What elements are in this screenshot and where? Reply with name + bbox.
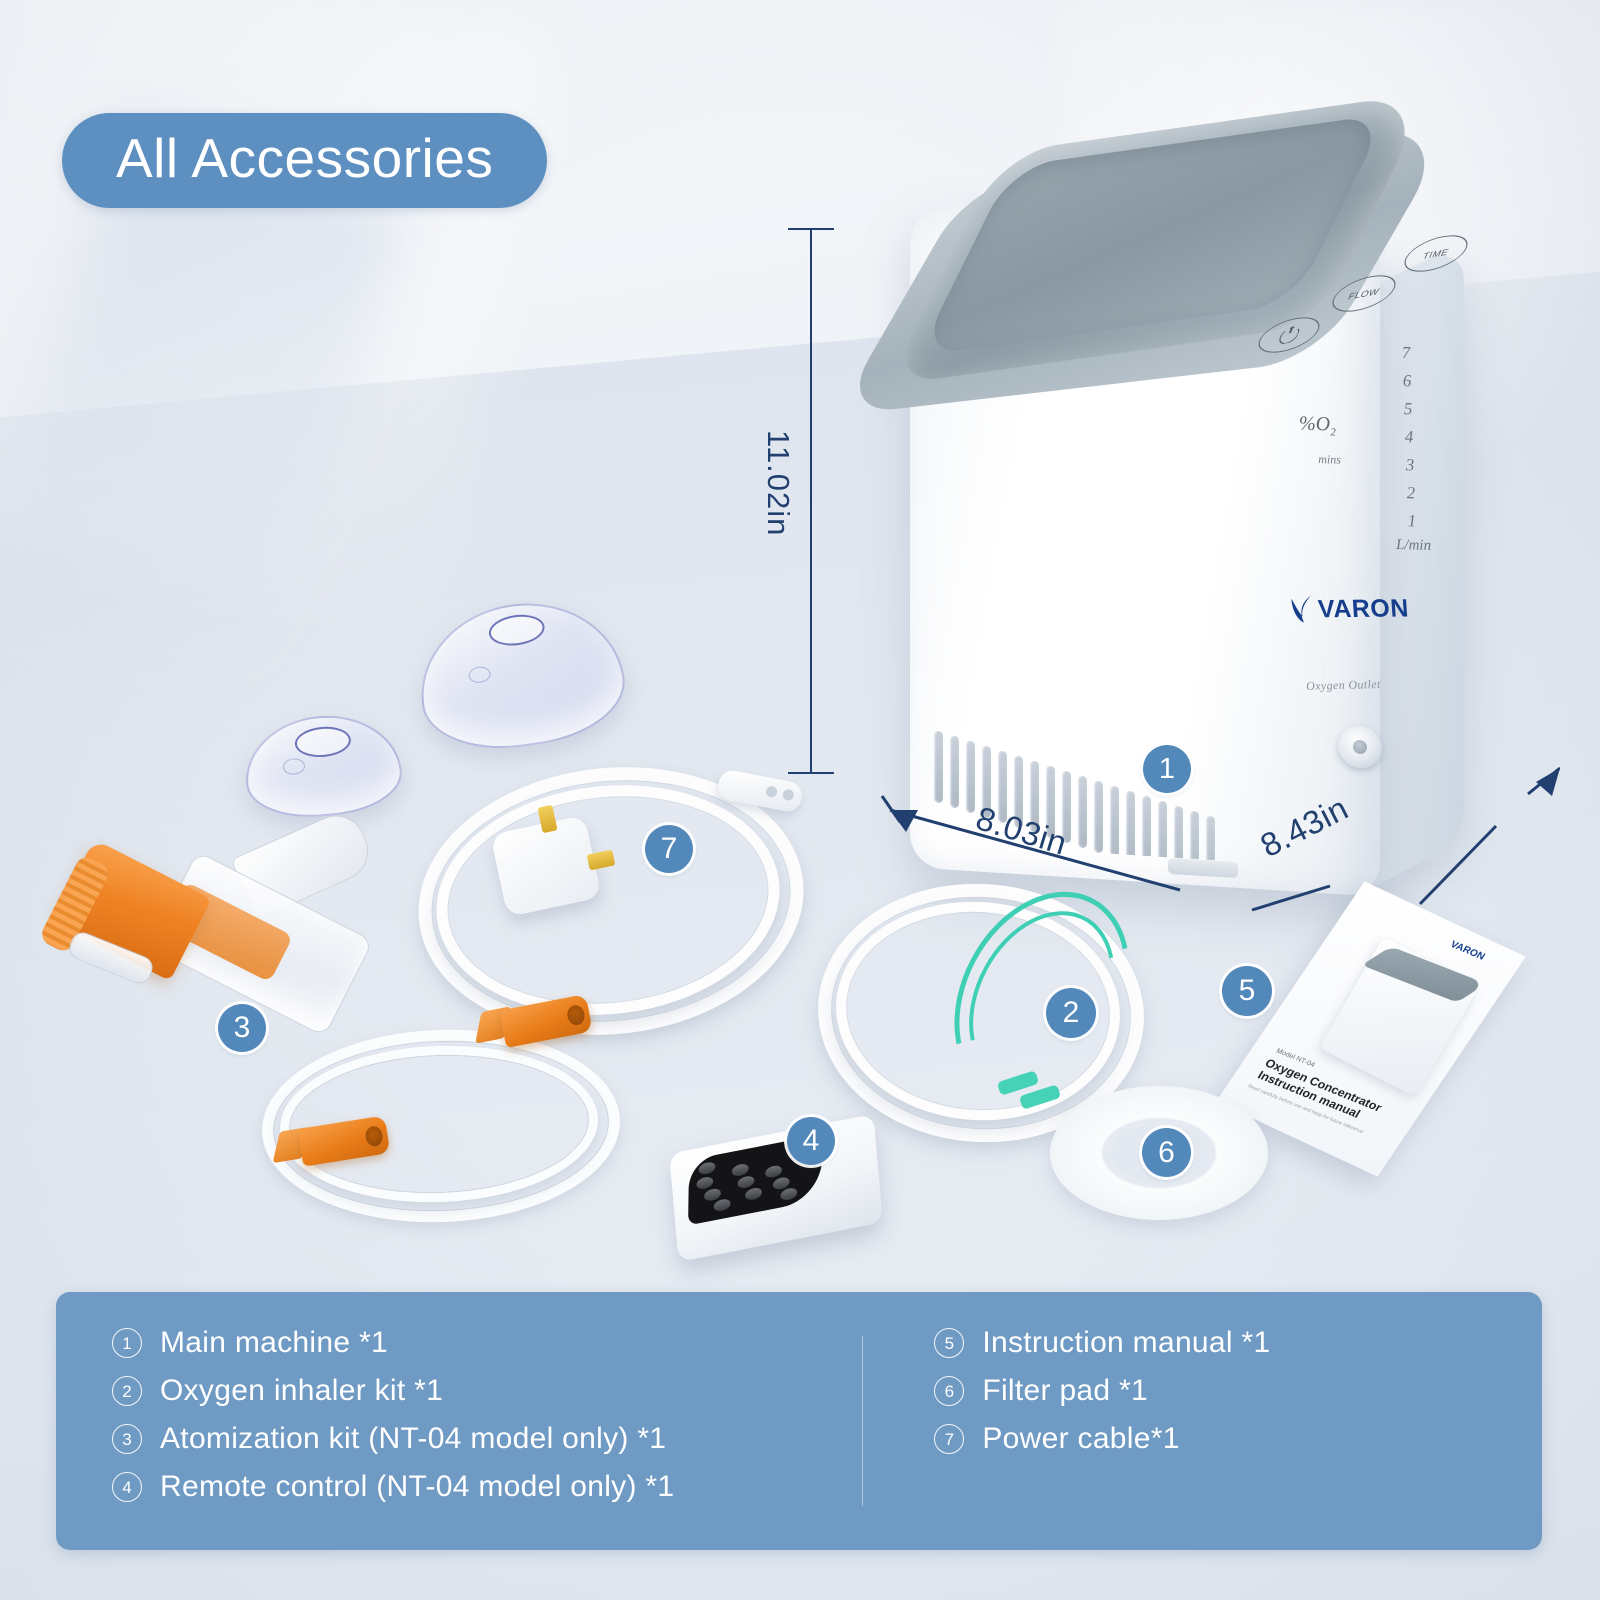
legend-column-right: 5 Instruction manual *1 6 Filter pad *1 … [674, 1326, 1270, 1550]
device-control-buttons: FLOW TIME [1252, 230, 1475, 358]
callout-badge-7: 7 [645, 825, 693, 873]
varon-swoosh-icon [1291, 595, 1312, 623]
legend-item: 7 Power cable*1 [934, 1422, 1270, 1456]
accessories-legend: 1 Main machine *1 2 Oxygen inhaler kit *… [56, 1292, 1542, 1550]
oxygen-concentrator: FLOW TIME %O2 mins 7 6 5 4 3 2 1 L/min V… [835, 92, 1486, 908]
mask-rim [293, 724, 353, 760]
callout-badge-4: 4 [787, 1117, 835, 1165]
legend-item: 6 Filter pad *1 [934, 1374, 1270, 1408]
legend-num-2: 2 [112, 1376, 142, 1406]
flow-unit-label: L/min [1395, 536, 1432, 554]
scale-value-5: 5 [1403, 399, 1413, 419]
scale-value-4: 4 [1404, 427, 1414, 447]
page-title: All Accessories [116, 127, 494, 189]
legend-num-7: 7 [934, 1424, 965, 1454]
legend-label-7: Power cable*1 [982, 1422, 1180, 1455]
time-button[interactable]: TIME [1397, 230, 1475, 277]
legend-label-1: Main machine *1 [160, 1326, 388, 1359]
legend-item: 2 Oxygen inhaler kit *1 [112, 1374, 674, 1408]
legend-num-3: 3 [112, 1424, 142, 1454]
oxygen-outlet-label: Oxygen Outlet [1305, 676, 1382, 694]
legend-label-6: Filter pad *1 [982, 1374, 1148, 1407]
scale-value-2: 2 [1406, 483, 1416, 503]
width-depth-dimension-lines [880, 766, 1560, 912]
legend-divider [862, 1336, 863, 1506]
scale-value-6: 6 [1402, 371, 1412, 391]
legend-label-3: Atomization kit (NT-04 model only) *1 [160, 1422, 667, 1455]
legend-item: 4 Remote control (NT-04 model only) *1 [112, 1470, 674, 1504]
height-dimension-line [810, 228, 812, 774]
device-front-panel-markings: %O2 mins 7 6 5 4 3 2 1 L/min [1288, 338, 1432, 572]
manual-brand-logo: VARON [1448, 939, 1487, 963]
nasal-cannula [919, 861, 1165, 1131]
legend-item: 5 Instruction manual *1 [934, 1326, 1270, 1360]
height-dimension-label: 11.02in [761, 430, 796, 537]
mask-rim [486, 611, 547, 649]
legend-num-5: 5 [934, 1328, 965, 1358]
page-title-badge: All Accessories [62, 113, 548, 208]
height-cap-bottom [788, 772, 834, 774]
legend-label-2: Oxygen inhaler kit *1 [160, 1374, 444, 1407]
legend-column-left: 1 Main machine *1 2 Oxygen inhaler kit *… [56, 1326, 674, 1550]
callout-badge-6: 6 [1142, 1128, 1191, 1177]
callout-badge-1: 1 [1143, 745, 1191, 793]
legend-num-1: 1 [112, 1328, 142, 1358]
mins-label: mins [1317, 452, 1342, 467]
flow-button[interactable]: FLOW [1325, 270, 1403, 317]
scale-value-1: 1 [1407, 511, 1417, 531]
nebulizer-assembly [38, 806, 378, 1038]
legend-item: 3 Atomization kit (NT-04 model only) *1 [112, 1422, 674, 1456]
mask-vent-hole [282, 757, 307, 776]
callout-badge-3: 3 [218, 1004, 266, 1052]
legend-label-5: Instruction manual *1 [982, 1326, 1271, 1359]
scale-value-7: 7 [1401, 343, 1411, 363]
brand-logo: VARON [1289, 593, 1410, 624]
legend-num-4: 4 [112, 1472, 142, 1502]
scale-value-3: 3 [1405, 455, 1415, 475]
legend-item: 1 Main machine *1 [112, 1326, 674, 1360]
legend-num-6: 6 [934, 1376, 965, 1406]
legend-label-4: Remote control (NT-04 model only) *1 [160, 1470, 675, 1503]
o2-label: %O2 [1298, 412, 1337, 439]
callout-badge-2: 2 [1046, 988, 1096, 1038]
callout-badge-5: 5 [1222, 966, 1272, 1016]
brand-wordmark: VARON [1317, 593, 1410, 623]
mask-vent-hole [467, 665, 492, 685]
